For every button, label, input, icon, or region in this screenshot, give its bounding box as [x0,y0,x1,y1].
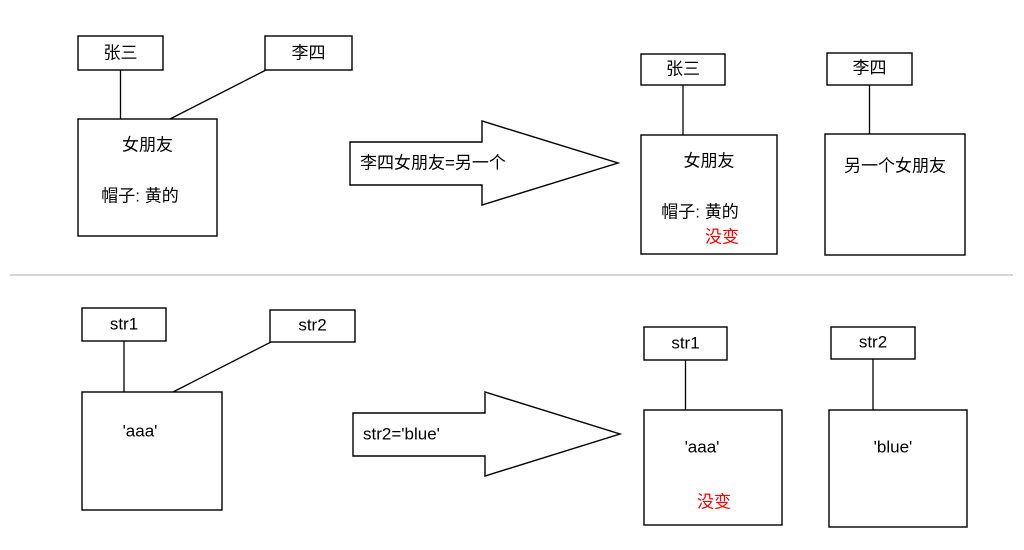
reference-label-box-lisi-after[interactable] [826,52,913,86]
object-box-aaa-after[interactable] [643,409,783,526]
reference-label-box-zhangsan-before[interactable] [77,35,164,71]
unchanged-note-top: 没变 [705,227,739,246]
reference-label-str1-before: str1 [110,314,138,333]
object-box-other-girlfriend-after[interactable] [824,133,966,256]
connector-lisi-to-object-before [169,69,267,120]
section-string-immutability-example: str1 str2 'aaa' str2='blue' str1 'aaa' [81,307,968,528]
reference-label-str2-before: str2 [298,315,326,334]
object-box-girlfriend-after[interactable] [640,134,778,255]
unchanged-note-bottom: 没变 [697,492,731,511]
reference-label-str2-after: str2 [859,332,887,351]
reference-label-box-str1-after[interactable] [643,326,728,361]
operation-arrow-group-top: 李四女朋友=另一个 [349,120,621,206]
object-box-blue-after[interactable] [828,409,968,528]
object-value-blue-after: 'blue' [874,437,913,456]
object-box-girlfriend-before[interactable] [77,118,218,237]
object-box-aaa-before[interactable] [81,391,223,511]
object-title-girlfriend-before: 女朋友 [122,135,173,154]
transition-arrow-bottom [352,391,623,477]
transition-arrow-label-bottom: str2='blue' [363,424,440,443]
reference-label-zhangsan-before: 张三 [104,43,138,62]
reference-label-lisi-after: 李四 [853,58,887,77]
reference-label-lisi-before: 李四 [292,43,326,62]
after-state-group-top: 张三 女朋友 帽子: 黄的 没变 李四 另一个女朋友 [640,52,966,256]
connector-str2-to-object-before [172,341,272,393]
transition-arrow-top [349,120,621,206]
before-state-group-bottom: str1 str2 'aaa' [81,307,356,511]
reference-label-box-lisi-before[interactable] [264,35,353,71]
object-value-aaa-after: 'aaa' [685,437,720,456]
section-object-reference-example: 张三 李四 女朋友 帽子: 黄的 李四女朋友=另一个 [77,35,966,256]
reference-label-box-str1-before[interactable] [81,307,167,342]
reference-label-str1-after: str1 [671,333,699,352]
object-attribute-hat-before: 帽子: 黄的 [101,186,178,205]
transition-arrow-label-top: 李四女朋友=另一个 [360,153,506,172]
operation-arrow-group-bottom: str2='blue' [352,391,623,477]
before-state-group-top: 张三 李四 女朋友 帽子: 黄的 [77,35,353,237]
reference-label-box-str2-before[interactable] [269,309,356,343]
object-title-other-girlfriend-after: 另一个女朋友 [844,156,946,175]
object-value-aaa-before: 'aaa' [123,421,158,440]
object-title-girlfriend-after: 女朋友 [684,151,735,170]
object-attribute-hat-after: 帽子: 黄的 [661,202,738,221]
after-state-group-bottom: str1 'aaa' 没变 str2 'blue' [643,326,968,528]
reference-label-zhangsan-after: 张三 [666,59,700,78]
